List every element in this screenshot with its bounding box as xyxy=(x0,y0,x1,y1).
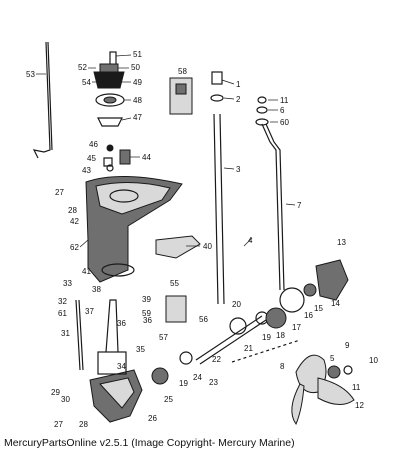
callout-57: 57 xyxy=(159,333,168,342)
propshaft-assembly xyxy=(151,259,349,385)
callout-50: 50 xyxy=(131,63,140,72)
shift-shaft-7 xyxy=(255,96,285,291)
callout-12: 12 xyxy=(355,401,364,410)
shift-rod-53 xyxy=(32,41,53,159)
callout-3: 3 xyxy=(236,165,241,174)
callout-5: 5 xyxy=(330,354,335,363)
callout-61: 61 xyxy=(58,309,67,318)
callout-49: 49 xyxy=(133,78,142,87)
leader-lines xyxy=(36,54,296,248)
callout-6: 6 xyxy=(280,106,285,115)
image-copyright-caption: MercuryPartsOnline v2.5.1 (Image Copyrig… xyxy=(4,437,295,449)
callout-24: 24 xyxy=(193,373,202,382)
callout-40: 40 xyxy=(203,242,212,251)
cover-57 xyxy=(165,295,187,323)
callout-39: 39 xyxy=(142,295,151,304)
dashed-prop-axis xyxy=(231,339,301,363)
callout-30: 30 xyxy=(61,395,70,404)
callout-60: 60 xyxy=(280,118,289,127)
callout-27b: 27 xyxy=(54,420,63,429)
callout-16: 16 xyxy=(304,311,313,320)
callout-18: 18 xyxy=(276,331,285,340)
callout-15: 15 xyxy=(314,304,323,313)
callout-37: 37 xyxy=(85,307,94,316)
callout-34: 34 xyxy=(117,362,126,371)
callout-9: 9 xyxy=(345,341,350,350)
callout-41: 41 xyxy=(82,267,91,276)
callout-4: 4 xyxy=(248,236,253,245)
propeller-8 xyxy=(291,354,355,426)
callout-48: 48 xyxy=(133,96,142,105)
callout-46: 46 xyxy=(89,140,98,149)
callout-62: 62 xyxy=(70,243,79,252)
callout-56: 56 xyxy=(199,315,208,324)
callout-19a: 19 xyxy=(262,333,271,342)
callout-11a: 11 xyxy=(280,96,289,105)
callout-44: 44 xyxy=(142,153,151,162)
callout-47: 47 xyxy=(133,113,142,122)
driveshaft-housing-42 xyxy=(85,176,183,283)
callout-21: 21 xyxy=(244,344,253,353)
callout-20: 20 xyxy=(232,300,241,309)
callout-54: 54 xyxy=(82,78,91,87)
callout-28a: 28 xyxy=(68,206,77,215)
callout-25: 25 xyxy=(164,395,173,404)
callout-23: 23 xyxy=(209,378,218,387)
callout-1: 1 xyxy=(236,80,241,89)
gasket-41 xyxy=(101,263,135,277)
callout-42: 42 xyxy=(70,217,79,226)
callout-31: 31 xyxy=(61,329,70,338)
driveshaft-3 xyxy=(210,71,225,305)
callout-11b: 11 xyxy=(352,383,361,392)
callout-10: 10 xyxy=(369,356,378,365)
callout-35: 35 xyxy=(136,345,145,354)
callout-33: 33 xyxy=(63,279,72,288)
callout-53: 53 xyxy=(26,70,35,79)
callout-38: 38 xyxy=(92,285,101,294)
callout-52: 52 xyxy=(78,63,87,72)
callout-59: 59 xyxy=(142,309,151,318)
plate-58 xyxy=(169,77,193,115)
callout-58: 58 xyxy=(178,67,187,76)
callout-51: 51 xyxy=(133,50,142,59)
callout-28b: 28 xyxy=(79,420,88,429)
callout-8: 8 xyxy=(280,362,285,371)
callout-43: 43 xyxy=(82,166,91,175)
callout-19b: 19 xyxy=(179,379,188,388)
callout-36b: 36 xyxy=(143,316,152,325)
exploded-parts-diagram: 1 2 3 4 5 6 7 8 9 10 11 11 12 13 14 15 1… xyxy=(26,41,378,429)
shift-rod-31 xyxy=(75,299,84,371)
water-pump-assembly xyxy=(93,51,131,172)
callout-13: 13 xyxy=(337,238,346,247)
callout-7: 7 xyxy=(297,201,302,210)
callout-17: 17 xyxy=(292,323,301,332)
callout-55: 55 xyxy=(170,279,179,288)
callout-14: 14 xyxy=(331,299,340,308)
callout-36a: 36 xyxy=(117,319,126,328)
callout-32: 32 xyxy=(58,297,67,306)
callout-29: 29 xyxy=(51,388,60,397)
callout-2: 2 xyxy=(236,95,241,104)
gearcase-26 xyxy=(89,299,143,423)
callout-27a: 27 xyxy=(55,188,64,197)
cover-40 xyxy=(155,235,201,259)
callout-22: 22 xyxy=(212,355,221,364)
callout-26: 26 xyxy=(148,414,157,423)
callout-45: 45 xyxy=(87,154,96,163)
callout-labels: 1 2 3 4 5 6 7 8 9 10 11 11 12 13 14 15 1… xyxy=(26,50,378,429)
